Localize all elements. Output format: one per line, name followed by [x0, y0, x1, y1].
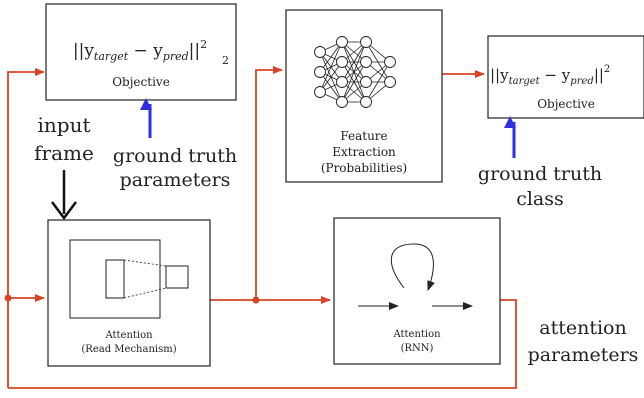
feature-extraction-line3: (Probabilities): [321, 161, 407, 175]
objective-right-formula: ||ytarget − ypred||2: [490, 64, 610, 87]
objective-left-label: Objective: [112, 75, 170, 89]
att-params-label-1: attention: [539, 317, 626, 339]
objective-right-label: Objective: [537, 97, 595, 111]
attention-read-line2: (Read Mechanism): [81, 344, 176, 355]
gt-class-label-1: ground truth: [478, 163, 602, 185]
junction-dot-middle: [252, 296, 260, 304]
input-frame-label-1: input: [38, 113, 91, 137]
attention-read-line1: Attention: [104, 330, 153, 341]
gt-params-label-2: parameters: [120, 169, 231, 191]
objective-right-box: ||ytarget − ypred||2 Objective: [487, 35, 644, 119]
glimpse-window-icon: [105, 259, 125, 299]
input-frame-label-2: frame: [34, 141, 94, 165]
attention-rnn-line1: Attention: [392, 329, 441, 340]
feature-extraction-line1: Feature: [340, 129, 387, 143]
red-connectors: [4, 66, 517, 389]
feature-extraction-box: Feature Extraction (Probabilities): [285, 9, 443, 183]
att-params-label-2: parameters: [528, 344, 639, 366]
attention-rnn-box: Attention (RNN): [333, 217, 501, 365]
arrow-to-feature-extraction: [255, 66, 283, 300]
arrow-to-objective-left: [7, 68, 45, 388]
objective-left-box: ||ytarget − ypred||2 2 Objective: [45, 3, 237, 101]
input-frame-arrow-head: [51, 201, 77, 221]
attention-read-box: Attention (Read Mechanism): [47, 219, 211, 367]
recurrence-loop-icon: [390, 243, 435, 291]
gt-class-label-2: class: [516, 188, 564, 210]
image-frame-icon: [69, 239, 161, 319]
attention-rnn-line2: (RNN): [401, 343, 434, 354]
junction-dot-left: [4, 294, 12, 302]
gt-params-label-1: ground truth: [113, 145, 237, 167]
objective-left-formula: ||ytarget − ypred||2: [73, 38, 207, 63]
feature-extraction-line2: Extraction: [332, 145, 396, 159]
attention-feedback-loop: [8, 299, 517, 389]
neural-network-icon: [314, 36, 396, 108]
objective-left-subscript: 2: [222, 54, 229, 67]
glimpse-output-icon: [165, 265, 189, 289]
